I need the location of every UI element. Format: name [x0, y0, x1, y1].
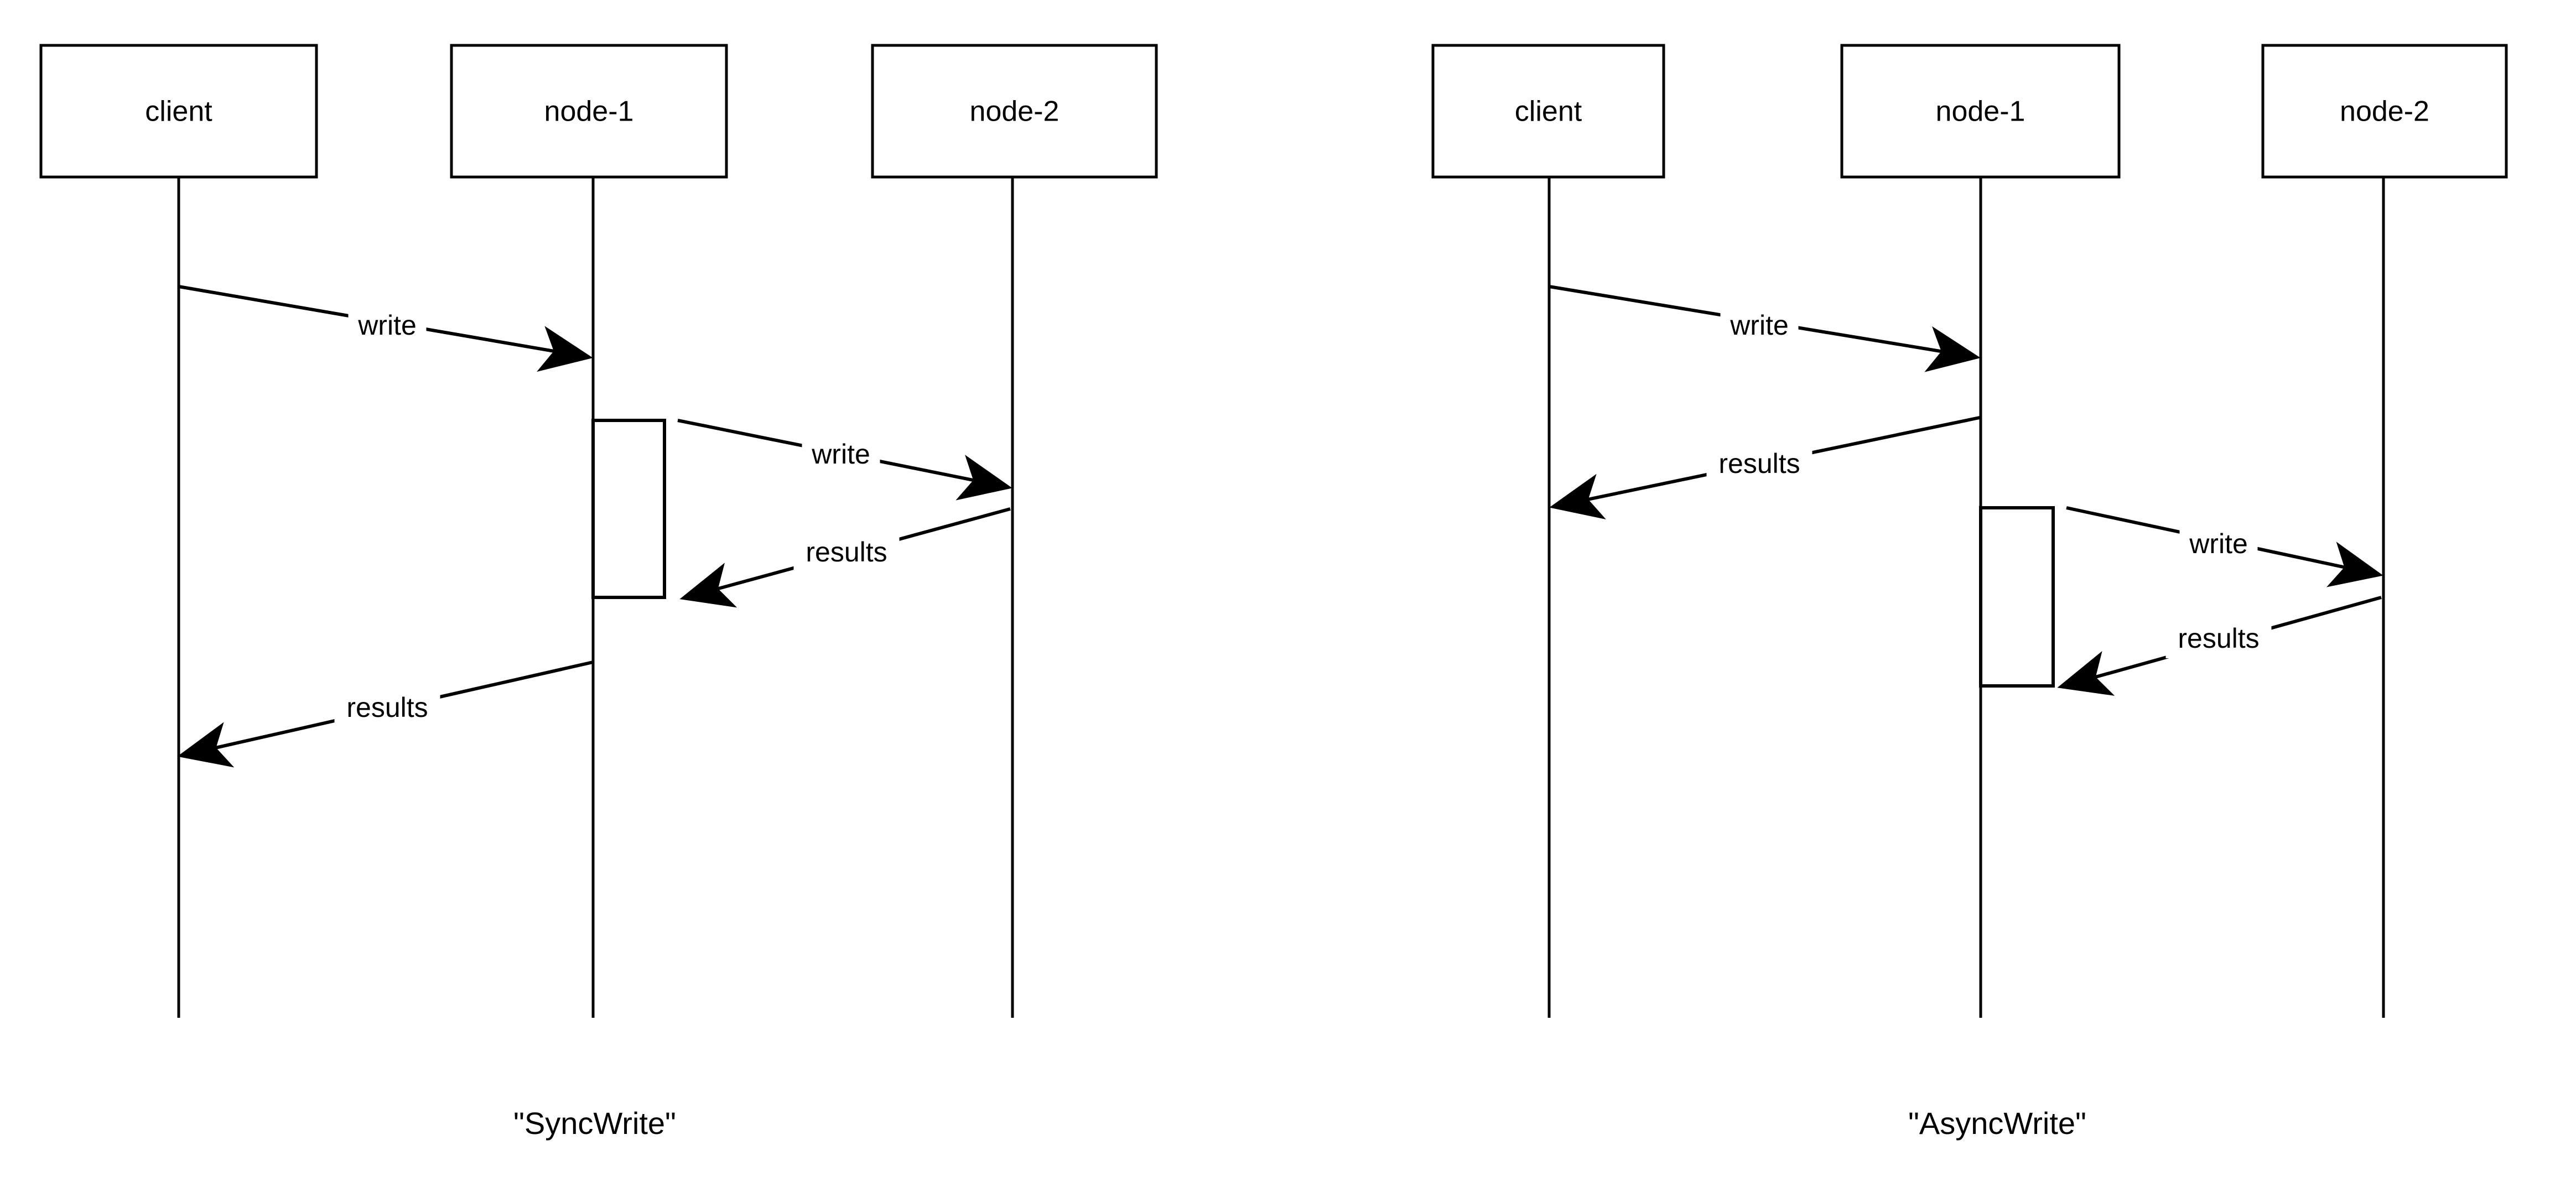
message-label-backdrop-1 [1706, 446, 1812, 483]
participant-client[interactable]: client [39, 44, 318, 1018]
message-results-node-1-to-client[interactable]: results [177, 660, 594, 768]
message-label-0: write [1730, 310, 1789, 341]
participant-label-client: client [1515, 96, 1582, 128]
participant-label-node-1: node-1 [1936, 96, 2026, 128]
activation-bar-node-1 [1979, 506, 2055, 688]
participant-label-node-2: node-2 [970, 96, 1060, 128]
participant-node-2[interactable]: node-2 [871, 44, 1158, 1018]
message-write-node-1-to-node-2[interactable]: write [677, 419, 1012, 501]
message-write-client-to-node-1[interactable]: write [1549, 285, 1981, 372]
participant-label-node-2: node-2 [2340, 96, 2429, 128]
message-label-3: results [2178, 623, 2259, 654]
diagrams-root: client node-1 node-2 write write results resul… [39, 44, 2508, 1141]
participant-node-1[interactable]: node-1 [1840, 44, 2121, 1018]
sequence-diagram-sync-write: client node-1 node-2 write write results resul… [39, 44, 1158, 1141]
participant-box-node-1[interactable] [1840, 44, 2121, 179]
message-results-node-1-to-client[interactable]: results [1549, 416, 1980, 519]
message-label-2: write [2189, 528, 2248, 559]
participant-box-node-1[interactable] [450, 44, 728, 179]
activation-bar-node-1 [591, 419, 666, 599]
message-label-backdrop-1 [802, 436, 880, 474]
diagram-caption-async-write: "AsyncWrite" [1908, 1106, 2086, 1141]
message-results-node-2-to-node-1[interactable]: results [679, 507, 1011, 608]
participant-node-2[interactable]: node-2 [2261, 44, 2508, 1018]
message-label-backdrop-2 [793, 534, 900, 572]
message-write-client-to-node-1[interactable]: write [178, 285, 593, 372]
message-results-node-2-to-node-1[interactable]: results [2057, 596, 2382, 696]
participant-box-node-2[interactable] [2261, 44, 2508, 179]
message-label-0: write [357, 310, 417, 341]
message-label-backdrop-2 [2179, 526, 2258, 564]
participant-box-client[interactable] [1431, 44, 1665, 179]
message-label-backdrop-0 [1720, 308, 1799, 345]
participant-box-client[interactable] [39, 44, 318, 179]
participant-label-node-1: node-1 [544, 96, 634, 128]
sequence-diagram-async-write: client node-1 node-2 write results write resul… [1431, 44, 2508, 1141]
message-label-backdrop-0 [348, 308, 427, 345]
diagram-caption-sync-write: "SyncWrite" [513, 1106, 676, 1141]
participant-label-client: client [145, 96, 212, 128]
participant-box-node-2[interactable] [871, 44, 1158, 179]
message-label-1: results [1718, 448, 1800, 479]
message-write-node-1-to-node-2[interactable]: write [2066, 506, 2383, 587]
message-label-1: write [811, 439, 870, 470]
message-label-2: results [806, 537, 887, 568]
participant-client[interactable]: client [1431, 44, 1665, 1018]
message-label-3: results [346, 692, 428, 723]
participant-node-1[interactable]: node-1 [450, 44, 728, 1018]
message-label-backdrop-3 [334, 690, 440, 727]
message-label-backdrop-3 [2165, 621, 2272, 658]
